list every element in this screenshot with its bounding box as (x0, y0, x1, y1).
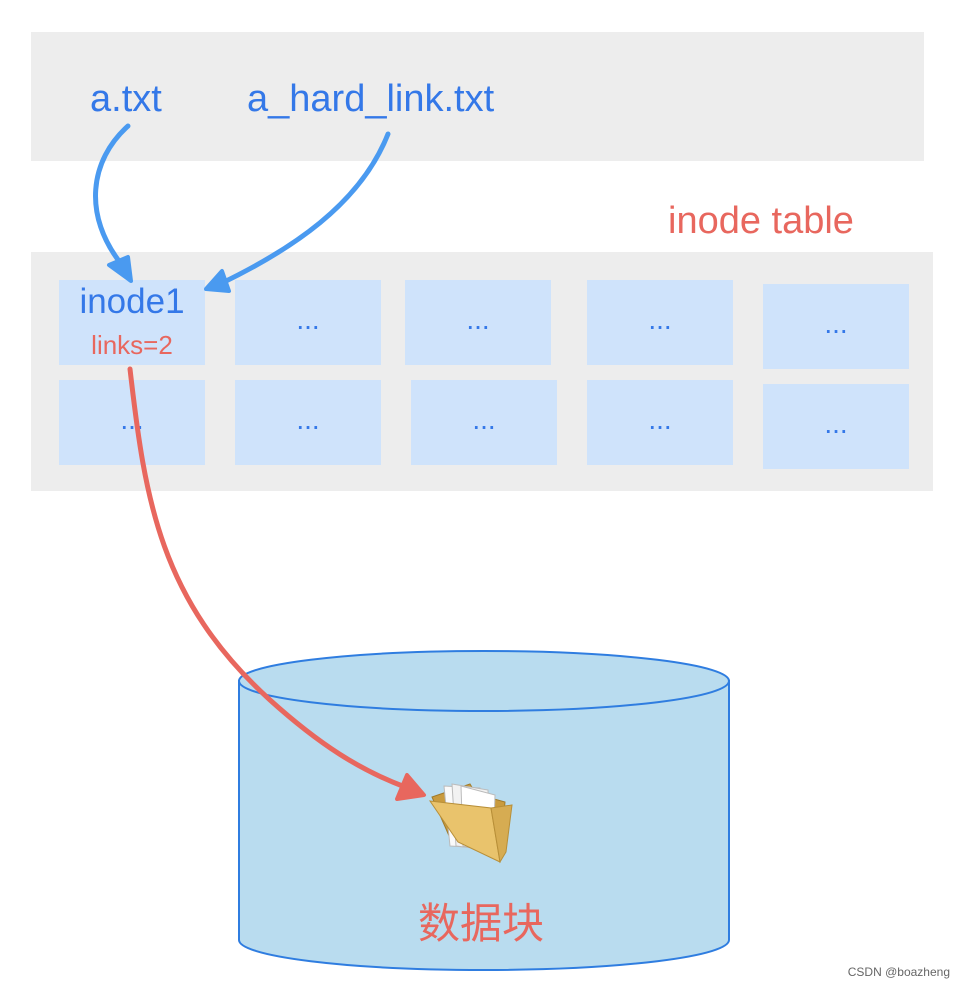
ellipsis-text: ... (824, 307, 848, 339)
inode-cell: ... (405, 280, 551, 365)
data-block-label: 数据块 (418, 900, 545, 947)
arrow-inode1-to-data-block (127, 366, 426, 801)
watermark-text: CSDN @boazheng (847, 965, 950, 979)
inode-cell: ... (235, 380, 381, 465)
inode1-links-count: links=2 (91, 330, 173, 360)
arrow-hard-link-to-inode1 (204, 131, 391, 293)
filename-a-hard-link-txt: a_hard_link.txt (247, 78, 495, 120)
ellipsis-text: ... (296, 303, 320, 335)
inode-cell: ... (587, 380, 733, 465)
inode-cell: ... (411, 380, 557, 465)
inode-table-title: inode table (668, 200, 854, 242)
ellipsis-text: ... (824, 407, 848, 439)
ellipsis-text: ... (472, 403, 496, 435)
inode-cell: ... (587, 280, 733, 365)
folder-icon (428, 783, 513, 864)
inode1-label: inode1 (79, 282, 185, 321)
ellipsis-text: ... (648, 303, 672, 335)
inode-cell: ... (763, 284, 909, 369)
arrow-a-txt-to-inode1 (93, 123, 133, 283)
ellipsis-text: ... (296, 403, 320, 435)
inode-cell-1: inode1 links=2 (59, 280, 205, 365)
directory-panel (31, 32, 924, 161)
filename-a-txt: a.txt (90, 78, 162, 120)
ellipsis-text: ... (648, 403, 672, 435)
inode-cell: ... (235, 280, 381, 365)
ellipsis-text: ... (466, 303, 490, 335)
inode-cell: ... (763, 384, 909, 469)
